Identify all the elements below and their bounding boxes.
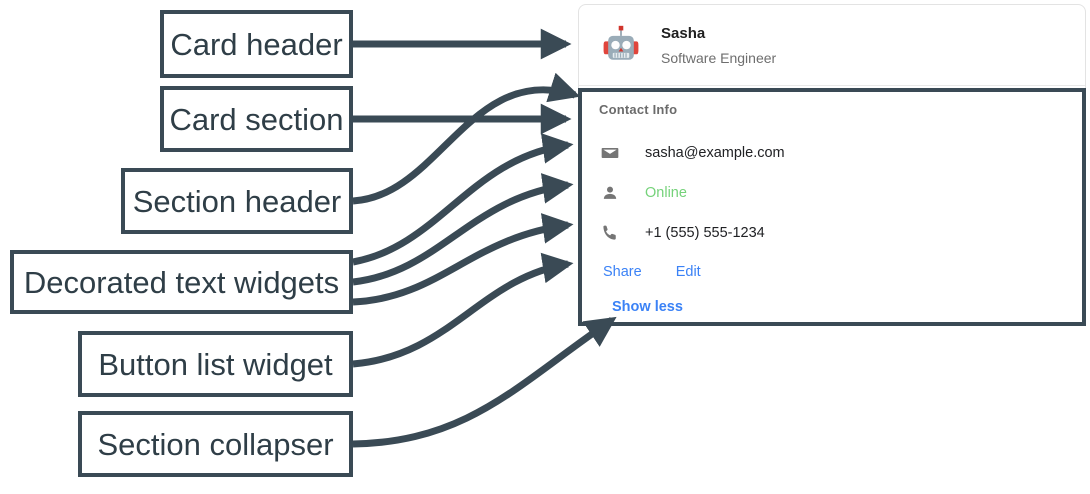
label-text-decorated-text-widgets: Decorated text widgets <box>23 264 340 300</box>
email-icon <box>599 142 621 164</box>
card-header-text: Sasha Software Engineer <box>661 23 776 70</box>
decorated-text-status: Online <box>645 185 687 201</box>
arrow-section-collapser <box>352 316 617 448</box>
label-box-button-list-widget: Button list widget <box>78 331 353 397</box>
decorated-text-phone: +1 (555) 555-1234 <box>645 225 765 241</box>
section-header: Contact Info <box>599 102 678 117</box>
label-box-card-section: Card section <box>160 86 353 152</box>
robot-avatar-icon <box>599 24 643 68</box>
arrow-decorated-status <box>352 173 574 286</box>
label-text-section-header: Section header <box>132 183 342 219</box>
label-text-card-header: Card header <box>170 26 343 62</box>
arrow-decorated-email <box>352 133 574 266</box>
phone-icon <box>599 222 621 244</box>
section-collapser: Show less <box>579 291 1085 323</box>
decorated-text-widget-status[interactable]: Online <box>579 173 1085 213</box>
decorated-text-widget-phone[interactable]: +1 (555) 555-1234 <box>579 213 1085 253</box>
label-text-button-list-widget: Button list widget <box>98 346 333 382</box>
profile-card: Sasha Software Engineer Contact Info sas… <box>578 4 1086 326</box>
show-less-button[interactable]: Show less <box>612 299 683 315</box>
button-list-widget: Share Edit <box>579 253 1085 291</box>
card-header: Sasha Software Engineer <box>579 5 1085 85</box>
arrow-button-list <box>352 252 574 368</box>
label-box-section-header: Section header <box>121 168 353 234</box>
card-header-subtitle: Software Engineer <box>661 50 777 67</box>
label-text-card-section: Card section <box>169 101 344 137</box>
arrow-section-header <box>352 72 581 205</box>
decorated-text-email: sasha@example.com <box>645 145 785 161</box>
label-box-section-collapser: Section collapser <box>78 411 353 477</box>
decorated-text-widget-email[interactable]: sasha@example.com <box>579 133 1085 173</box>
card-divider <box>579 85 1085 86</box>
card-header-title: Sasha <box>661 24 706 42</box>
label-box-decorated-text-widgets: Decorated text widgets <box>10 250 353 314</box>
edit-button[interactable]: Edit <box>675 264 701 280</box>
card-section: Contact Info sasha@example.com <box>579 86 1085 323</box>
person-icon <box>599 182 621 204</box>
label-box-card-header: Card header <box>160 10 353 78</box>
arrow-decorated-phone <box>352 213 574 306</box>
label-text-section-collapser: Section collapser <box>97 426 334 462</box>
share-button[interactable]: Share <box>603 264 642 280</box>
